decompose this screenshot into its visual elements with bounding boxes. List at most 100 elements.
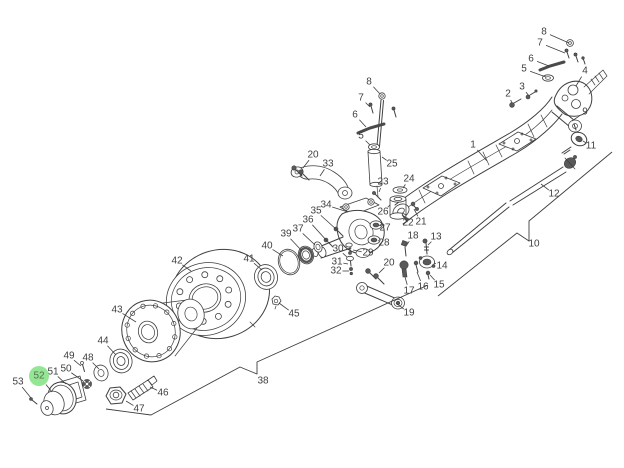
leader-line	[379, 224, 382, 227]
callout-48[interactable]: 48	[82, 353, 94, 364]
bracket-38	[105, 284, 429, 416]
callout-23[interactable]: 23	[377, 177, 389, 188]
callout-19[interactable]: 19	[403, 308, 415, 319]
callout-7[interactable]: 7	[358, 93, 364, 104]
callout-24[interactable]: 24	[403, 174, 415, 185]
callout-41[interactable]: 41	[243, 254, 255, 265]
leader-line	[536, 60, 550, 67]
callout-42[interactable]: 42	[171, 256, 183, 267]
callout-8[interactable]: 8	[366, 77, 372, 88]
callout-35[interactable]: 35	[310, 206, 322, 217]
leader-line	[107, 345, 117, 356]
callout-32[interactable]: 32	[330, 266, 342, 277]
callout-13[interactable]: 13	[430, 232, 442, 243]
callout-1[interactable]: 1	[470, 140, 476, 151]
leader-line	[278, 302, 289, 311]
callout-30[interactable]: 30	[332, 244, 344, 255]
callout-16[interactable]: 16	[417, 282, 429, 293]
callout-8[interactable]: 8	[541, 27, 547, 38]
callout-47[interactable]: 47	[133, 404, 145, 415]
callout-15[interactable]: 15	[433, 280, 445, 291]
callout-38[interactable]: 38	[257, 376, 269, 387]
callout-20[interactable]: 20	[307, 150, 319, 161]
leader-line	[402, 184, 406, 189]
callout-39[interactable]: 39	[280, 229, 292, 240]
callout-21[interactable]: 21	[415, 217, 427, 228]
leader-line	[302, 233, 316, 246]
ball-stud-17	[399, 260, 409, 278]
leader-line	[401, 213, 405, 218]
callout-2[interactable]: 2	[505, 89, 511, 100]
callout-22[interactable]: 22	[402, 218, 414, 229]
fasteners-29	[345, 242, 353, 255]
nut-8-right	[566, 39, 574, 47]
callout-52[interactable]: 52	[33, 371, 45, 382]
callout-40[interactable]: 40	[261, 241, 273, 252]
callout-6[interactable]: 6	[352, 110, 358, 121]
callout-25[interactable]: 25	[386, 159, 398, 170]
callout-27[interactable]: 27	[379, 223, 391, 234]
leader-line	[21, 386, 32, 399]
pin-16	[413, 260, 419, 273]
leader-line	[332, 206, 349, 213]
leader-line	[122, 313, 137, 323]
callout-11[interactable]: 11	[586, 141, 597, 152]
callout-43[interactable]: 43	[111, 305, 123, 316]
bolts-20-upper	[291, 165, 310, 181]
leader-line	[272, 249, 284, 257]
callout-6[interactable]: 6	[528, 54, 534, 65]
leader-line	[343, 262, 349, 265]
callout-18[interactable]: 18	[407, 231, 419, 242]
callout-31[interactable]: 31	[331, 257, 343, 268]
callout-20[interactable]: 20	[383, 258, 395, 269]
callout-3[interactable]: 3	[519, 82, 525, 93]
callout-4[interactable]: 4	[582, 66, 588, 77]
leader-line	[182, 264, 192, 272]
callout-33[interactable]: 33	[322, 159, 334, 170]
callout-36[interactable]: 36	[302, 215, 314, 226]
callout-28[interactable]: 28	[378, 238, 390, 249]
callout-17[interactable]: 17	[403, 286, 415, 297]
leader-line	[381, 156, 387, 161]
bolts-7-left	[368, 102, 397, 118]
leader-line	[373, 86, 381, 95]
callout-5[interactable]: 5	[358, 131, 364, 142]
leader-line	[416, 271, 421, 282]
callout-34[interactable]: 34	[320, 200, 332, 211]
callout-7[interactable]: 7	[537, 38, 543, 49]
castle-nut-50	[82, 379, 92, 389]
callout-5[interactable]: 5	[521, 64, 527, 75]
callout-10[interactable]: 10	[528, 239, 540, 250]
lock-plate-6-right	[538, 60, 566, 72]
bolt-53	[29, 397, 38, 405]
leader-line	[571, 115, 580, 122]
leader-line	[529, 70, 547, 78]
cotter-pin-49	[80, 361, 85, 372]
leader-line	[71, 372, 84, 382]
outer-bearing-44	[109, 348, 133, 374]
callout-49[interactable]: 49	[63, 351, 75, 362]
bolts-20-lower	[365, 268, 385, 285]
callout-45[interactable]: 45	[288, 309, 300, 320]
pin-23	[372, 191, 382, 201]
leader-line	[319, 169, 325, 177]
callout-51[interactable]: 51	[47, 367, 59, 378]
leader-line	[320, 215, 338, 231]
bolt-15	[425, 270, 431, 280]
leader-line	[149, 386, 158, 391]
callout-53[interactable]: 53	[12, 377, 24, 388]
callout-26[interactable]: 26	[377, 207, 389, 218]
leader-line	[365, 102, 371, 108]
leader-line	[290, 238, 303, 252]
bolts-21	[410, 201, 419, 211]
callout-46[interactable]: 46	[157, 388, 169, 399]
tie-rod	[446, 155, 577, 256]
callout-9[interactable]: 9	[582, 107, 588, 118]
callout-14[interactable]: 14	[436, 261, 448, 272]
leader-line	[359, 119, 367, 128]
callout-29[interactable]: 29	[362, 248, 374, 259]
callout-44[interactable]: 44	[97, 336, 109, 347]
callout-12[interactable]: 12	[548, 189, 560, 200]
callout-50[interactable]: 50	[60, 364, 72, 375]
callout-37[interactable]: 37	[292, 224, 304, 235]
